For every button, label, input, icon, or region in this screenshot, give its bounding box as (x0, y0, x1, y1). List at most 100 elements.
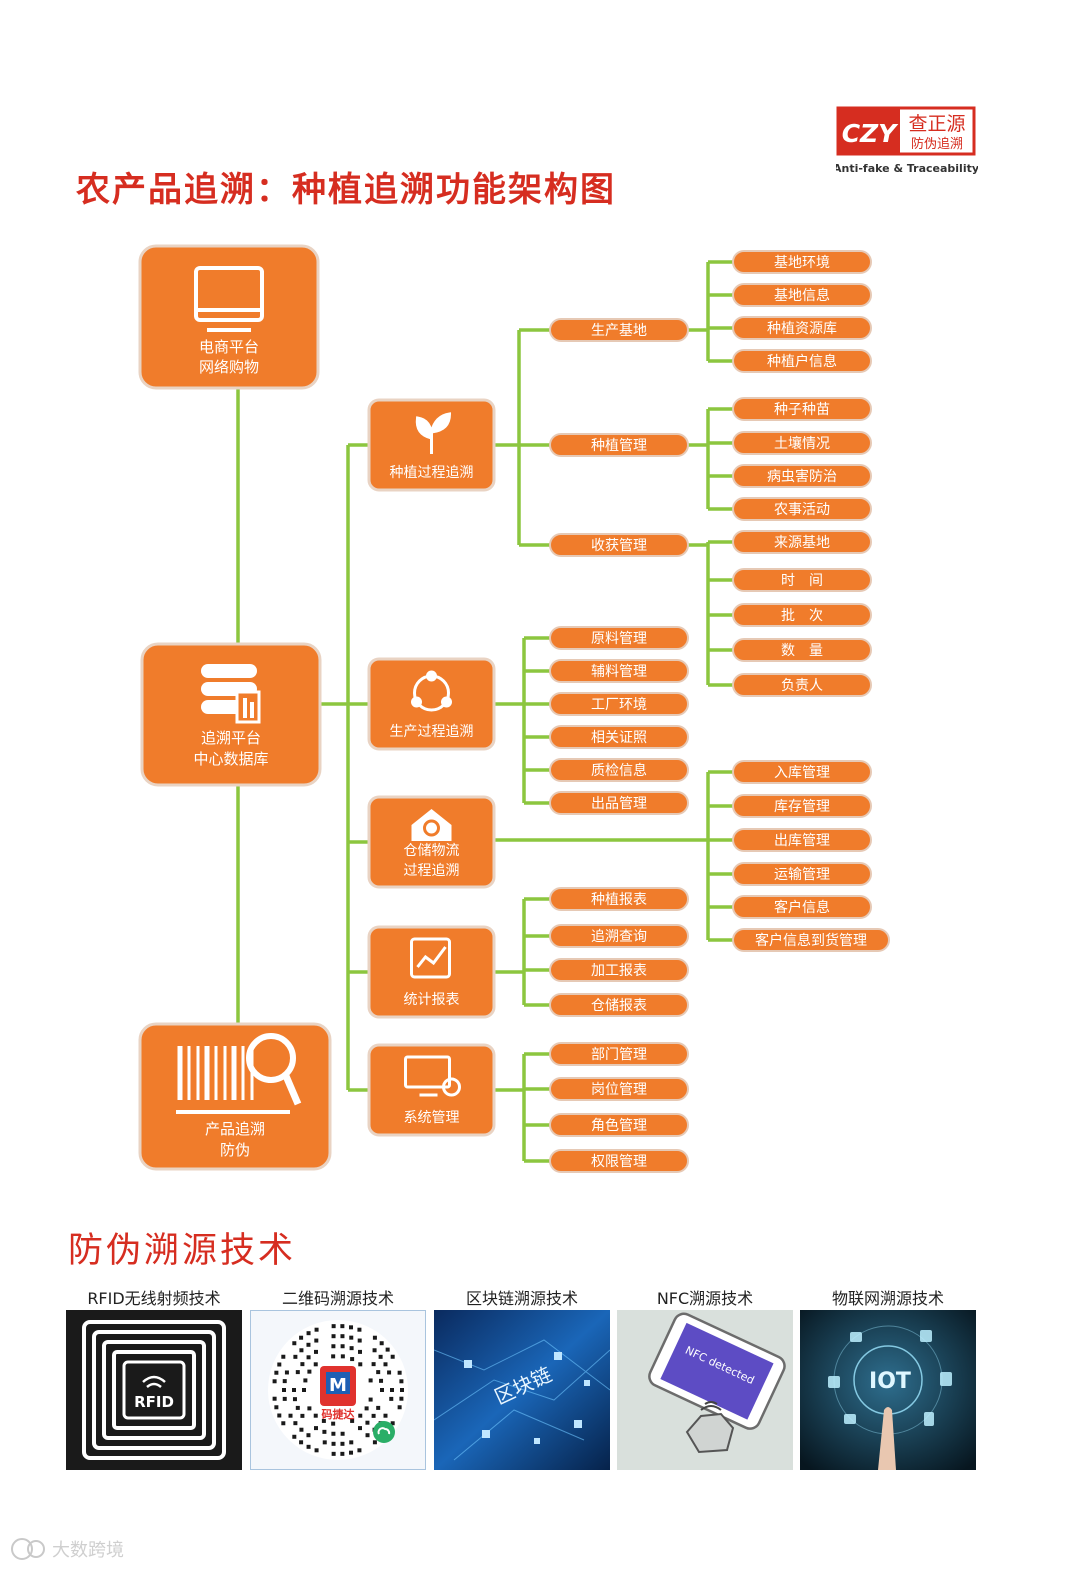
planting-sub-3-label: 收获管理 (591, 538, 647, 554)
production-item-3-label: 工厂环境 (591, 697, 647, 713)
planting-sub-2: 种植管理 (549, 433, 689, 457)
nfc-image: NFC detected (617, 1310, 793, 1470)
report-item-3: 加工报表 (549, 958, 689, 982)
warehouse-item-5: 客户信息 (732, 895, 872, 919)
tech-label-qrcode: 二维码溯源技术 (281, 1289, 394, 1308)
mgmt-item-2-label: 土壤情况 (774, 435, 830, 452)
iot-image-text: IOT (869, 1369, 911, 1394)
iot-image: IOT (800, 1310, 976, 1470)
mgmt-item-1: 种子种苗 (732, 397, 872, 421)
warehouse-item-6: 客户信息到货管理 (732, 928, 890, 952)
watermark: 大数跨境 (11, 1538, 124, 1561)
production-item-1: 原料管理 (549, 626, 689, 650)
tech-section-title: 防伪溯源技术 (68, 1231, 297, 1271)
blockchain-image: 区块链 (434, 1310, 610, 1470)
harvest-item-4-label: 数 量 (781, 643, 823, 659)
production-item-3: 工厂环境 (549, 692, 689, 716)
base-item-1: 基地环境 (732, 250, 872, 274)
production-item-6: 出品管理 (549, 791, 689, 815)
system-item-1: 部门管理 (549, 1042, 689, 1066)
planting-sub-3: 收获管理 (549, 533, 689, 557)
report-item-4: 仓储报表 (549, 993, 689, 1017)
base-item-3-label: 种植资源库 (767, 321, 837, 337)
warehouse-item-2: 库存管理 (732, 794, 872, 818)
tech-label-nfc: NFC溯源技术 (656, 1289, 754, 1308)
report-item-3-label: 加工报表 (591, 963, 647, 979)
logo-mark: CZY (842, 119, 899, 148)
database-icon (201, 664, 261, 724)
left-box-line2: 防伪 (220, 1141, 250, 1159)
chart-report-icon (410, 937, 451, 979)
report-item-1-label: 种植报表 (591, 892, 647, 908)
monitor-icon (194, 266, 264, 332)
report-item-1: 种植报表 (549, 887, 689, 911)
module-label: 生产过程追溯 (390, 724, 474, 740)
planting-sub-1-label: 生产基地 (591, 322, 647, 339)
system-item-4: 权限管理 (549, 1149, 689, 1173)
module-label: 种植过程追溯 (390, 465, 474, 481)
system-item-3: 角色管理 (549, 1113, 689, 1137)
system-item-1-label: 部门管理 (591, 1047, 647, 1063)
tech-label-rfid: RFID无线射频技术 (87, 1289, 221, 1308)
report-item-4-label: 仓储报表 (591, 998, 647, 1014)
logo-name: 查正源 (908, 113, 965, 135)
base-item-4-label: 种植户信息 (767, 353, 837, 370)
harvest-item-2-label: 时 间 (781, 573, 823, 589)
harvest-item-3: 批 次 (732, 603, 872, 627)
base-item-4: 种植户信息 (732, 349, 872, 373)
left-box-line2: 中心数据库 (193, 750, 268, 768)
mgmt-item-4-label: 农事活动 (774, 502, 830, 518)
mgmt-item-4: 农事活动 (732, 497, 872, 521)
system-item-3-label: 角色管理 (591, 1117, 647, 1134)
harvest-item-1-label: 来源基地 (774, 534, 830, 551)
production-item-1-label: 原料管理 (591, 631, 647, 647)
system-item-4-label: 权限管理 (591, 1154, 647, 1170)
base-item-2: 基地信息 (732, 283, 872, 307)
module-production-trace: 生产过程追溯 (367, 657, 496, 751)
rfid-image: RFID (66, 1310, 242, 1470)
production-item-5-label: 质检信息 (591, 762, 647, 779)
harvest-item-2: 时 间 (732, 568, 872, 592)
production-item-5: 质检信息 (549, 758, 689, 782)
left-box-line2: 网络购物 (199, 358, 259, 376)
connector-lines (236, 260, 733, 1163)
base-item-3: 种植资源库 (732, 316, 872, 340)
system-item-2: 岗位管理 (549, 1077, 689, 1101)
harvest-item-1: 来源基地 (732, 530, 872, 554)
module-label: 仓储物流 (404, 843, 460, 859)
harvest-item-5-label: 负责人 (781, 678, 823, 694)
production-item-2: 辅料管理 (549, 659, 689, 683)
base-item-1-label: 基地环境 (774, 254, 830, 271)
warehouse-item-1-label: 入库管理 (774, 765, 830, 781)
module-planting-trace: 种植过程追溯 (367, 398, 496, 492)
report-item-2-label: 追溯查询 (591, 929, 647, 945)
warehouse-item-6-label: 客户信息到货管理 (755, 932, 867, 949)
harvest-item-4: 数 量 (732, 638, 872, 662)
tech-label-iot: 物联网溯源技术 (831, 1289, 944, 1308)
warehouse-item-2-label: 库存管理 (774, 799, 830, 815)
report-item-2: 追溯查询 (549, 924, 689, 948)
monitor-gear-icon (404, 1055, 461, 1097)
harvest-item-5: 负责人 (732, 673, 872, 697)
harvest-item-3-label: 批 次 (781, 608, 823, 624)
module-label: 统计报表 (404, 992, 460, 1008)
qrcode-image: M 码捷达 (250, 1310, 426, 1470)
production-item-4: 相关证照 (549, 725, 689, 749)
brand-logo: CZY 查正源 防伪追溯 Anti-fake & Traceability (836, 106, 978, 175)
mgmt-item-2: 土壤情况 (732, 431, 872, 455)
production-item-6-label: 出品管理 (591, 796, 647, 812)
module-label: 系统管理 (404, 1110, 460, 1126)
page-title: 农产品追溯：种植追溯功能架构图 (76, 170, 616, 210)
module-statistics-report: 统计报表 (367, 925, 496, 1019)
mgmt-item-3-label: 病虫害防治 (767, 469, 837, 485)
cycle-icon (411, 670, 452, 712)
qrcode-image-text: 码捷达 (322, 1407, 355, 1421)
production-item-2-label: 辅料管理 (591, 664, 647, 680)
warehouse-item-1: 入库管理 (732, 760, 872, 784)
sprout-icon (415, 412, 452, 454)
mgmt-item-3: 病虫害防治 (732, 464, 872, 488)
planting-sub-2-label: 种植管理 (591, 438, 647, 454)
